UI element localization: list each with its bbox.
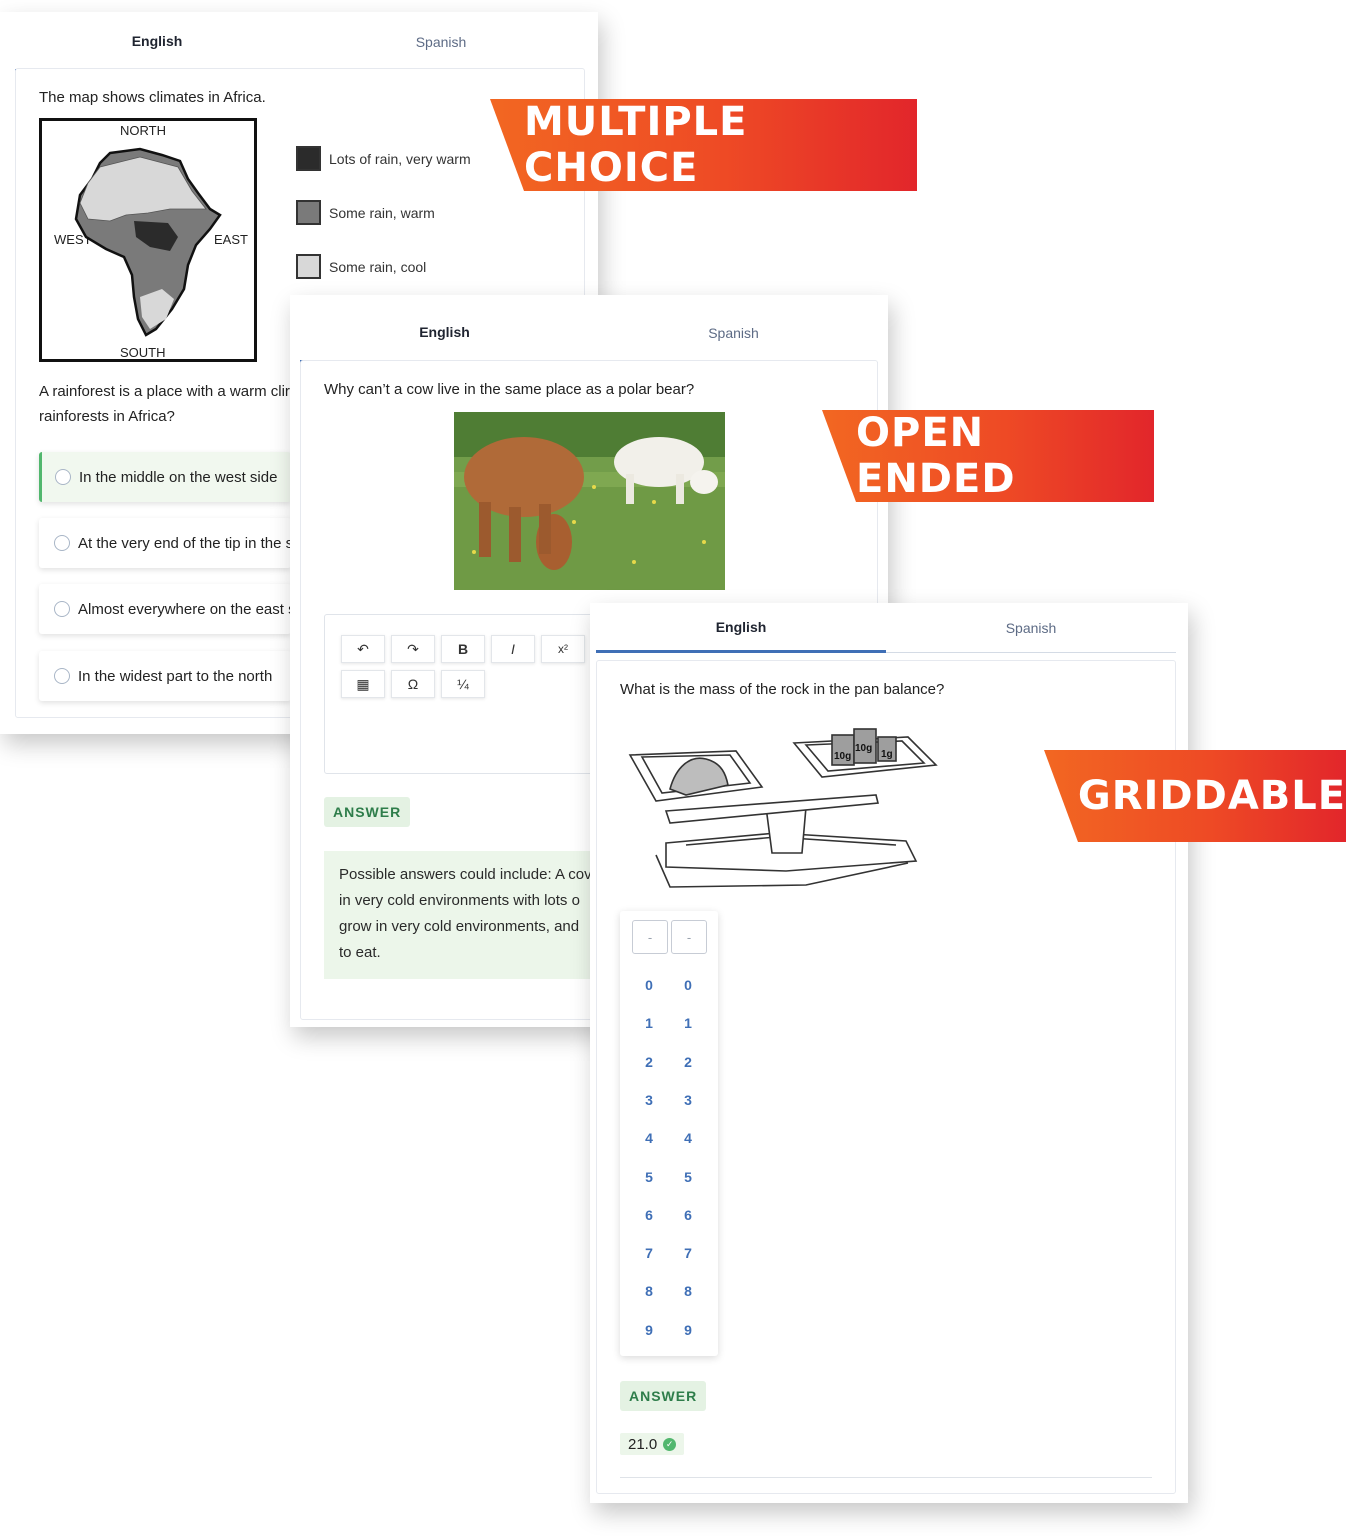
language-tabs: English Spanish xyxy=(300,303,878,363)
grid-entry-cell-2[interactable]: - xyxy=(671,920,707,954)
language-tabs: English Spanish xyxy=(15,12,583,72)
legend-item-warm: Some rain, warm xyxy=(296,200,435,225)
map-label-south: SOUTH xyxy=(120,345,166,360)
griddable-card: English Spanish What is the mass of the … xyxy=(590,603,1188,1503)
grid-digit-col1-9[interactable]: 9 xyxy=(645,1321,653,1338)
grid-digit-col1-0[interactable]: 0 xyxy=(645,977,653,993)
map-label-west: WEST xyxy=(54,232,92,247)
banner-multiple-choice: MULTIPLE CHOICE xyxy=(490,99,917,191)
grid-digit-col2-8[interactable]: 8 xyxy=(684,1283,692,1300)
grid-digit-col1-3[interactable]: 3 xyxy=(645,1091,653,1108)
answer-value: 21.0 ✓ xyxy=(620,1433,685,1455)
weight-label: 10g xyxy=(834,751,851,762)
grid-digit-col2-3[interactable]: 3 xyxy=(684,1091,692,1108)
question-text: Why can’t a cow live in the same place a… xyxy=(324,381,695,398)
table-button[interactable]: ▦ xyxy=(341,670,385,698)
tab-spanish[interactable]: Spanish xyxy=(415,34,467,50)
question-line-2: rainforests in Africa? xyxy=(39,408,175,425)
redo-button[interactable]: ↷ xyxy=(391,635,435,663)
legend-label: Lots of rain, very warm xyxy=(329,150,471,167)
bold-button[interactable]: B xyxy=(441,635,485,663)
weight-label: 1g xyxy=(881,749,893,760)
choice-option-3[interactable]: Almost everywhere on the east s xyxy=(39,584,291,634)
banner-open-ended: OPEN ENDED xyxy=(822,410,1154,502)
grid-digit-col2-4[interactable]: 4 xyxy=(684,1130,692,1147)
answer-badge: ANSWER xyxy=(620,1381,707,1411)
italic-button[interactable]: I xyxy=(491,635,535,663)
grid-digit-col2-2[interactable]: 2 xyxy=(684,1053,692,1070)
radio-icon[interactable] xyxy=(54,601,70,617)
answer-line: to eat. xyxy=(339,944,381,961)
tab-english[interactable]: English xyxy=(15,12,299,72)
question-intro: The map shows climates in Africa. xyxy=(39,89,266,106)
grid-digit-col2-5[interactable]: 5 xyxy=(684,1168,692,1185)
choice-label: In the widest part to the north xyxy=(78,667,273,685)
check-icon: ✓ xyxy=(663,1437,677,1451)
cows-photo xyxy=(454,412,725,590)
legend-item-very-warm: Lots of rain, very warm xyxy=(296,146,471,171)
legend-swatch-icon xyxy=(296,200,321,225)
legend-swatch-icon xyxy=(296,254,321,279)
question-line-1: A rainforest is a place with a warm clir xyxy=(39,383,290,400)
pan-balance-image: 10g 10g 1g xyxy=(628,728,938,888)
radio-icon[interactable] xyxy=(54,668,70,684)
map-label-east: EAST xyxy=(214,232,248,247)
divider xyxy=(620,1477,1152,1478)
grid-digit-col1-8[interactable]: 8 xyxy=(645,1283,653,1300)
grid-digit-col1-1[interactable]: 1 xyxy=(645,1015,653,1032)
radio-icon[interactable] xyxy=(55,469,71,485)
legend-label: Some rain, cool xyxy=(329,258,427,275)
map-label-north: NORTH xyxy=(120,123,166,138)
sample-answer: Possible answers could include: A cov in… xyxy=(324,851,594,979)
grid-digit-col2-1[interactable]: 1 xyxy=(684,1015,692,1032)
choice-label: At the very end of the tip in the s xyxy=(78,534,291,552)
answer-badge: ANSWER xyxy=(324,797,411,827)
tab-english[interactable]: English xyxy=(300,303,589,363)
africa-climate-shape xyxy=(74,147,222,337)
radio-icon[interactable] xyxy=(54,535,70,551)
answer-value-text: 21.0 xyxy=(628,1435,658,1453)
legend-swatch-icon xyxy=(296,146,321,171)
grid-digit-col2-0[interactable]: 0 xyxy=(684,977,692,993)
rich-text-editor[interactable]: ↶ ↷ B I x² ▦ Ω ¼ xyxy=(324,614,594,774)
grid-entry-cell-1[interactable]: - xyxy=(632,920,668,954)
choice-option-2[interactable]: At the very end of the tip in the s xyxy=(39,518,291,568)
grid-digit-col1-2[interactable]: 2 xyxy=(645,1053,653,1070)
grid-digit-col2-9[interactable]: 9 xyxy=(684,1321,692,1338)
choice-label: Almost everywhere on the east s xyxy=(78,600,291,618)
banner-griddable: GRIDDABLE xyxy=(1044,750,1346,842)
answer-line: grow in very cold environments, and xyxy=(339,918,580,935)
tab-spanish[interactable]: Spanish xyxy=(1005,620,1057,636)
tab-spanish[interactable]: Spanish xyxy=(708,325,759,341)
question-text: What is the mass of the rock in the pan … xyxy=(620,681,945,698)
legend-item-cool: Some rain, cool xyxy=(296,254,426,279)
special-char-button[interactable]: Ω xyxy=(391,670,435,698)
language-tabs: English Spanish xyxy=(596,603,1176,653)
grid-digit-col1-4[interactable]: 4 xyxy=(645,1130,653,1147)
grid-digit-col2-7[interactable]: 7 xyxy=(684,1245,692,1262)
choice-option-4[interactable]: In the widest part to the north xyxy=(39,651,291,701)
weight-label: 10g xyxy=(855,743,872,754)
undo-button[interactable]: ↶ xyxy=(341,635,385,663)
grid-digit-col1-7[interactable]: 7 xyxy=(645,1245,653,1262)
choice-label: In the middle on the west side xyxy=(79,468,278,486)
answer-grid: - - xyxy=(620,911,718,1356)
superscript-button[interactable]: x² xyxy=(541,635,585,663)
fraction-button[interactable]: ¼ xyxy=(441,670,485,698)
tab-english[interactable]: English xyxy=(596,603,886,653)
grid-digit-col1-5[interactable]: 5 xyxy=(645,1168,653,1185)
choice-option-1[interactable]: In the middle on the west side xyxy=(39,452,291,502)
grid-digit-col1-6[interactable]: 6 xyxy=(645,1206,653,1223)
grid-digit-col2-6[interactable]: 6 xyxy=(684,1206,692,1223)
answer-line: in very cold environments with lots o xyxy=(339,892,580,909)
answer-line: Possible answers could include: A cov xyxy=(339,866,592,883)
africa-map: NORTH SOUTH WEST EAST xyxy=(39,118,257,362)
legend-label: Some rain, warm xyxy=(329,204,435,221)
